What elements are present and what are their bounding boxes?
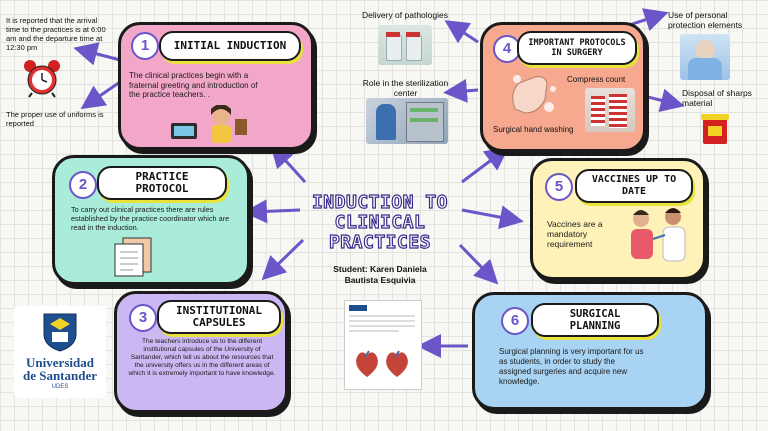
card-title-line: INSTITUTIONAL — [175, 304, 263, 317]
ppe-photo — [680, 34, 730, 80]
arrow-to-c5 — [461, 205, 524, 230]
card-title-line: CAPSULES — [192, 316, 246, 329]
card-text: The teachers introduce us to the differe… — [128, 338, 276, 377]
card-title: VACCINES UP TO DATE — [575, 169, 693, 203]
card-practice-protocol: 2 PRACTICE PROTOCOL To carry out clinica… — [52, 155, 250, 285]
logo-line2: de Santander — [22, 368, 98, 383]
step-number-5: 5 — [545, 173, 573, 201]
card-text: The clinical practices begin with a frat… — [129, 71, 258, 99]
card-title: SURGICAL PLANNING — [531, 303, 659, 337]
logo-line3: UDES — [51, 384, 69, 390]
main-title-line: INDUCTION TO — [311, 192, 449, 213]
alarm-clock-icon — [24, 60, 60, 98]
vaccination-illustration — [631, 208, 686, 262]
step-number-6: 6 — [501, 307, 529, 335]
card-title-line: IN SURGERY — [551, 48, 603, 58]
student-line: Student: Karen Daniela — [333, 264, 427, 274]
card-institutional-capsules: 3 INSTITUTIONAL CAPSULES The teachers in… — [114, 291, 288, 413]
teacher-illustration — [171, 105, 247, 143]
card-text: To carry out clinical practices there ar… — [71, 205, 230, 232]
card-title: PRACTICE PROTOCOL — [97, 166, 227, 200]
compress-count-label: Compress count — [567, 75, 626, 84]
shield-icon — [43, 313, 77, 352]
surgical-plan-document — [344, 300, 422, 390]
card-text: Vaccines are a mandatory requirement — [547, 219, 603, 249]
student-line: Bautista Esquivia — [344, 275, 416, 285]
card-surgical-planning: 6 SURGICAL PLANNING Surgical planning is… — [472, 292, 708, 410]
main-title-line: CLINICAL — [334, 212, 426, 233]
delivery-note: Delivery of pathologies — [362, 10, 448, 20]
card-title-line: VACCINES UP TO — [591, 174, 677, 185]
step-number-3: 3 — [129, 304, 157, 332]
arrow-to-arrival — [73, 42, 121, 66]
main-title-line: PRACTICES — [328, 232, 432, 253]
card-important-protocols: 4 IMPORTANT PROTOCOLS IN SURGERY Compres… — [480, 22, 646, 152]
arrow-to-c6 — [458, 243, 499, 285]
arrow-to-uniform — [80, 80, 121, 110]
card-title-line: SURGICAL — [569, 308, 621, 320]
step-number-1: 1 — [131, 32, 159, 60]
arrow-to-c4 — [461, 146, 510, 184]
sharps-note: Disposal of sharps material — [682, 88, 752, 108]
card-title: INITIAL INDUCTION — [159, 31, 301, 61]
sterilization-photo — [366, 98, 448, 144]
step-number-2: 2 — [69, 171, 97, 199]
arrow-to-sterilization — [443, 78, 479, 103]
card-title-line: IMPORTANT PROTOCOLS — [528, 38, 626, 48]
card-text: Surgical planning is very important for … — [499, 347, 644, 386]
arrival-note: It is reported that the arrival time to … — [6, 16, 106, 52]
card-title-line: PLANNING — [569, 320, 621, 332]
university-logo: Universidad de Santander UDES — [14, 306, 106, 398]
card-title-line: DATE — [621, 186, 647, 197]
sharps-container-icon — [701, 114, 729, 144]
pathology-photo — [378, 25, 432, 65]
card-vaccines: 5 VACCINES UP TO DATE Vaccines are a man… — [530, 158, 706, 280]
hand-washing-label: Surgical hand washing — [493, 125, 574, 134]
main-title: INDUCTION TO CLINICAL PRACTICES — [300, 192, 460, 253]
compress-photo — [585, 88, 635, 132]
arrow-to-c1 — [269, 143, 307, 184]
student-name: Student: Karen Daniela Bautista Esquivia — [316, 264, 444, 286]
heart-diagram-icon — [356, 350, 408, 377]
card-title: INSTITUTIONAL CAPSULES — [157, 300, 281, 334]
card-title-line: PROTOCOL — [135, 182, 189, 195]
uniform-note: The proper use of uniforms is reported — [6, 110, 104, 128]
ppe-note: Use of personal protection elements — [668, 10, 743, 30]
logo-line1: Universidad — [26, 355, 94, 370]
card-title: IMPORTANT PROTOCOLS IN SURGERY — [517, 31, 637, 65]
arrow-to-c3 — [261, 238, 305, 281]
card-title-line: PRACTICE — [135, 170, 189, 183]
sterilization-note: Role in the sterilization center — [362, 78, 449, 98]
arrow-to-delivery — [444, 20, 479, 44]
arrow-to-c2 — [243, 199, 301, 224]
card-initial-induction: 1 INITIAL INDUCTION The clinical practic… — [118, 22, 314, 150]
hand-washing-icon — [512, 75, 556, 114]
document-icon — [114, 237, 152, 277]
